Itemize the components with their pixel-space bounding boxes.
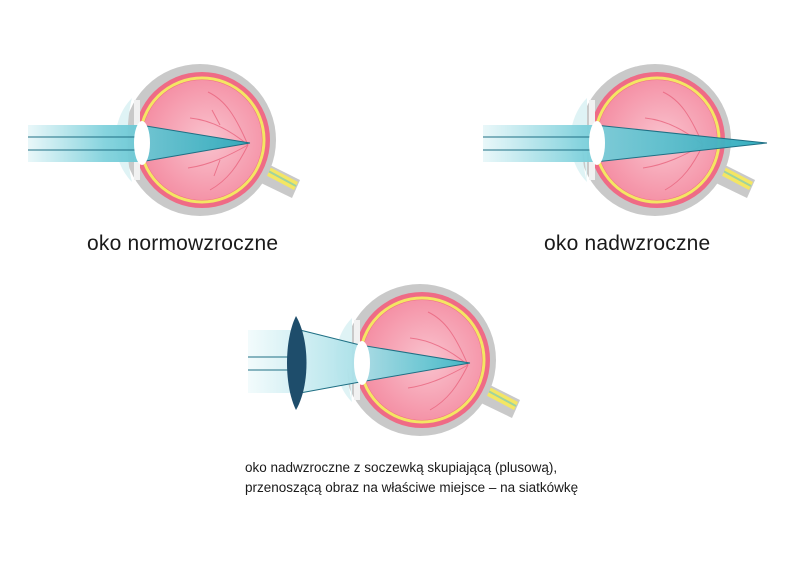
- light-ray: [359, 362, 471, 383]
- light-ray: [359, 344, 471, 364]
- blood-vessels: [187, 91, 249, 191]
- caption-corrected-line-1: oko nadwzroczne z soczewką skupiającą (p…: [245, 460, 558, 475]
- light-ray: [139, 142, 251, 163]
- caption-corrected-line-2: przenoszącą obraz na właściwe miejsce – …: [245, 480, 579, 495]
- caption-corrected-eye: oko nadwzroczne z soczewką skupiającą (p…: [245, 458, 578, 498]
- eye-lens: [589, 121, 605, 165]
- light-ray: [299, 329, 361, 346]
- light-ray: [299, 381, 361, 394]
- eye-lens: [354, 341, 370, 385]
- eye-normal: [28, 64, 300, 216]
- light-beam: [483, 125, 767, 162]
- caption-hyperopic-eye: oko nadwzroczne: [544, 232, 711, 255]
- light-ray: [594, 142, 768, 163]
- light-ray: [139, 124, 251, 144]
- eye-hyperopic: [483, 64, 768, 216]
- caption-normal-eye: oko normowzroczne: [87, 232, 279, 255]
- corrective-convex-lens: [287, 316, 307, 410]
- eye-lens: [134, 121, 150, 165]
- light-ray: [594, 124, 768, 144]
- blood-vessels: [407, 311, 469, 411]
- eye-corrected: [248, 284, 520, 436]
